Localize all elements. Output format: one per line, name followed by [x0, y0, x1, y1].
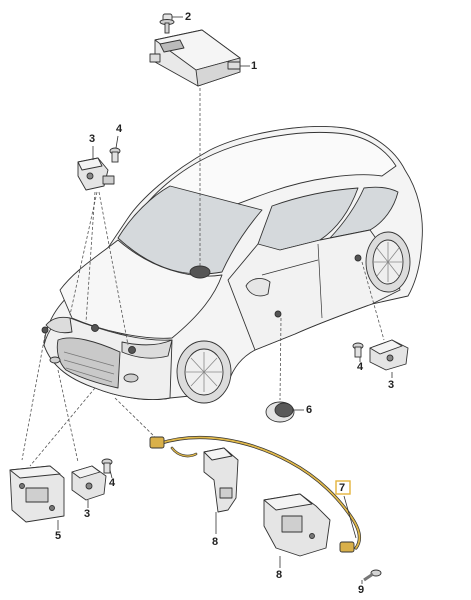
callout-6: 6	[306, 404, 313, 416]
part-round-sensor-6	[265, 401, 295, 423]
callout-7: 7	[339, 482, 346, 494]
callout-leaders	[57, 16, 393, 584]
callout-2: 2	[185, 11, 192, 23]
part-bolt-4a	[109, 147, 121, 163]
dashed-leaders	[21, 78, 385, 467]
callout-1: 1	[251, 60, 258, 72]
callout-8b: 8	[276, 569, 283, 581]
part-sensor-3b	[369, 339, 409, 371]
part-bracket-8b	[263, 493, 331, 557]
callout-3c: 3	[84, 508, 91, 520]
callout-4a: 4	[116, 123, 123, 135]
part-wiring-harness-7	[149, 435, 362, 553]
callout-3a: 3	[89, 133, 96, 145]
part-control-unit	[149, 29, 241, 87]
part-bracket-5	[9, 465, 65, 523]
part-sensor-3a	[77, 157, 115, 191]
part-bolt-4c	[101, 458, 113, 474]
callout-4b: 4	[357, 361, 364, 373]
callout-4c: 4	[109, 477, 116, 489]
part-bracket-8a	[203, 447, 239, 513]
car-illustration	[41, 126, 423, 404]
callout-3b: 3	[388, 379, 395, 391]
part-bolt-2	[159, 13, 175, 34]
callout-5: 5	[55, 530, 62, 542]
callout-8a: 8	[212, 536, 219, 548]
part-bolt-9	[363, 569, 382, 582]
part-sensor-3c	[71, 465, 107, 501]
part-bolt-4b	[352, 342, 364, 358]
callout-9: 9	[358, 584, 365, 596]
callout-7-highlight	[335, 480, 351, 495]
